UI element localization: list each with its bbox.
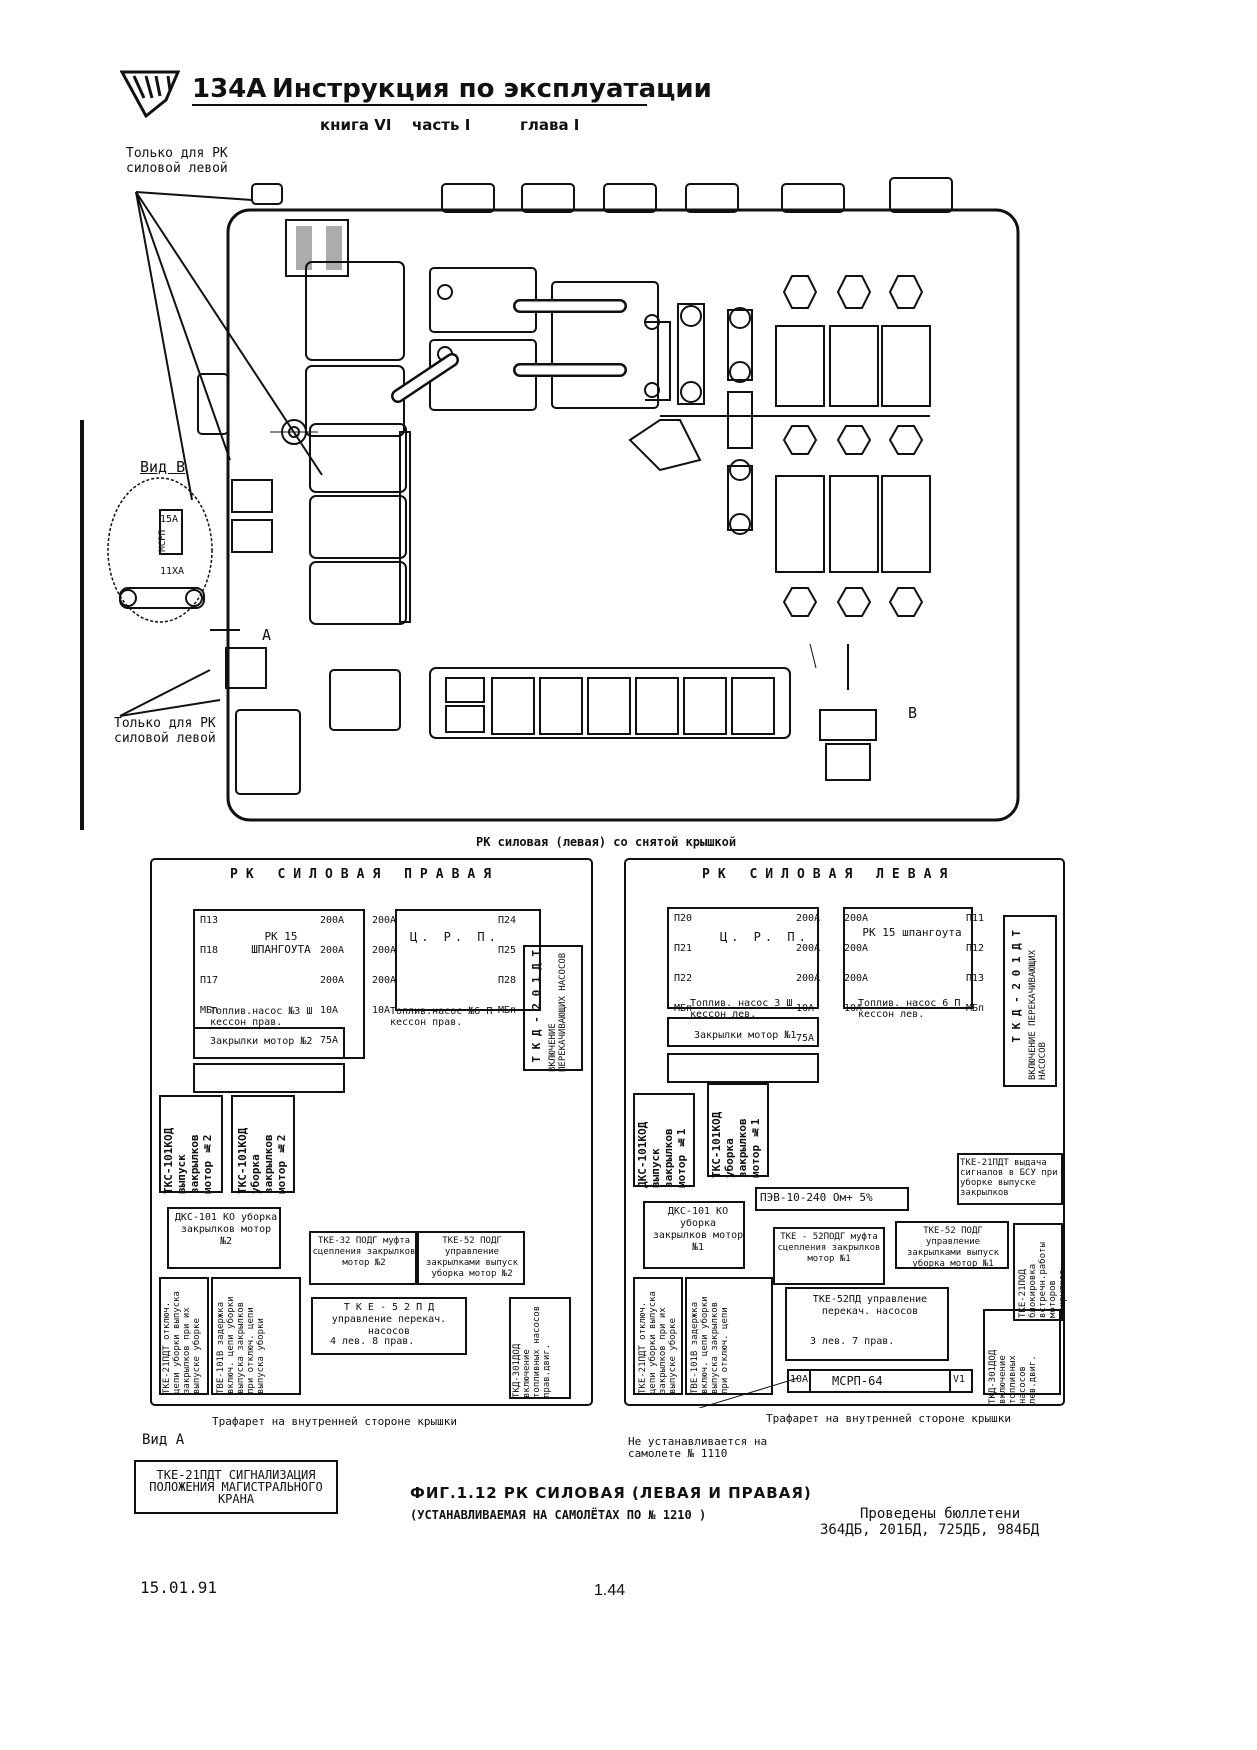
- view-a-label: Вид А: [142, 1432, 185, 1448]
- panel-left-tks1: ДКС-101КОД выпуск закрылков мотор №1: [636, 1121, 688, 1188]
- footer-date: 15.01.91: [140, 1578, 218, 1597]
- view-b-relay: МСРП: [158, 530, 168, 552]
- panel-left-tke52b: ТКЕ-52 ПОДГ управление закрылками выпуск…: [906, 1226, 1000, 1269]
- callout-bottom-left: Только для РК силовой левой: [114, 716, 216, 746]
- callout-top-left: Только для РК силовой левой: [126, 146, 228, 176]
- panel-left-block1: Ц. Р. П.: [720, 930, 810, 944]
- panel-right-tke52pd-nums: 4 лев. 8 прав.: [330, 1336, 415, 1347]
- panel-left-frame: [624, 858, 1065, 1408]
- panel-right-block1: РК 15 ШПАНГОУТА: [251, 930, 311, 956]
- panel-right-latch-motor: Закрылки мотор №2: [210, 1036, 313, 1047]
- panel-right-tkd301: ТКД-301ДОД включение топливных насосов п…: [512, 1305, 552, 1398]
- panel-left-fuse-bottom: 10А: [790, 1374, 809, 1385]
- manufacturer-logo: [120, 70, 180, 119]
- doc-code: 134А: [192, 74, 267, 104]
- panel-left-v1: V1: [953, 1374, 966, 1385]
- panel-left-block2: РК 15 шпангоута: [862, 926, 962, 939]
- panel-right-block2: Ц. Р. П.: [410, 930, 500, 944]
- panel-left-tks2: ТКС-101КОД уборка закрылков мотор №1: [710, 1111, 762, 1178]
- panel-right-tke21: ТКЕ-21ПДТ отключ. цепи уборки выпуска за…: [162, 1291, 202, 1394]
- panel-left-tkd301: ТКД-301ДОД включение топливных насосов л…: [988, 1349, 1038, 1404]
- panel-left-stencil: Трафарет на внутренней стороне крышки: [766, 1412, 1012, 1425]
- figure-caption: ФИГ.1.12 РК СИЛОВАЯ (ЛЕВАЯ И ПРАВАЯ): [410, 1484, 812, 1502]
- panel-right-tkd-sub: ВКЛЮЧЕНИЕ ПЕРЕКАЧИВАЮЩИХ НАСОСОВ: [548, 952, 568, 1072]
- bulletins-list: 364ДБ, 201БД, 725ДБ, 984БД: [820, 1522, 1040, 1538]
- panel-left-tke21pod: ТКЕ-21ПОД блокировка встречн.работы мото…: [1018, 1242, 1068, 1318]
- panel-left-tke21: ТКЕ-21ПДТ отключ. цепи уборки выпуска за…: [638, 1291, 678, 1394]
- view-b-fuse1: 15А: [160, 514, 179, 525]
- subtitle-part: часть I: [412, 116, 471, 134]
- panel-right-pump2: Топлив.насос №6 П кессон прав.: [390, 1006, 493, 1028]
- panel-left-tke52pd: ТКЕ-52ПД управление перекач. насосов: [812, 1294, 928, 1317]
- panel-left-tke21pdt: ТКЕ-21ПДТ выдача сигналов в БСУ при убор…: [960, 1158, 1058, 1198]
- panel-left-dks: ДКС-101 КО уборка закрылков мотор №1: [652, 1206, 744, 1253]
- main-caption: РК силовая (левая) со снятой крышкой: [476, 835, 737, 849]
- view-b-label: Вид В: [140, 458, 186, 476]
- margin-bar: [80, 420, 84, 830]
- panel-right-tke52pd: Т К Е - 5 2 П Д управление перекач. насо…: [331, 1302, 447, 1337]
- panel-left-resistor: ПЭВ-10-240 Ом+ 5%: [760, 1191, 873, 1204]
- header-rule: [192, 104, 647, 106]
- panel-left-tke101b: ТВЕ-101В задержка включ. цепи уборки вып…: [690, 1296, 730, 1394]
- panel-right-dks: ДКС-101 КО уборка закрылков мотор №2: [174, 1212, 278, 1247]
- view-b-detail: [107, 477, 213, 623]
- panel-left-tkd-sub: ВКЛЮЧЕНИЕ ПЕРЕКАЧИВАЮЩИХ НАСОСОВ: [1028, 949, 1048, 1080]
- panel-right-frame: [150, 858, 593, 1406]
- panel-left-title: РК СИЛОВАЯ ЛЕВАЯ: [702, 867, 956, 882]
- panel-left-tke52pd-nums: 3 лев. 7 прав.: [810, 1336, 895, 1347]
- power-box-drawing: [119, 177, 1020, 822]
- figure-sub: (УСТАНАВЛИВАЕМАЯ НА САМОЛЁТАХ ПО № 1210 …: [410, 1508, 707, 1522]
- panel-left-pump2: Топлив. насос 6 П кессон лев.: [858, 998, 961, 1020]
- doc-title: Инструкция по эксплуатации: [272, 74, 712, 104]
- panel-left-pump1: Топлив. насос 3 Ш кессон лев.: [690, 998, 793, 1020]
- panel-right-title: РК СИЛОВАЯ ПРАВАЯ: [230, 867, 500, 882]
- panel-right-tks1: ТКС-101КОД выпуск закрылков мотор №2: [162, 1127, 214, 1194]
- arrow-a-label: А: [262, 626, 272, 644]
- panel-left-mcrp: МСРП-64: [832, 1374, 883, 1388]
- panel-left-latch-motor: Закрылки мотор №1: [694, 1030, 797, 1041]
- panel-left-tke52a: ТКЕ - 52ПОДГ муфта сцепления закрылков м…: [777, 1232, 881, 1264]
- view-b-fuse2: 11ХА: [160, 566, 185, 577]
- panel-left-not-installed: Не устанавливается на самолете № 1110: [628, 1435, 768, 1460]
- view-a-box: ТКЕ-21ПДТ СИГНАЛИЗАЦИЯ ПОЛОЖЕНИЯ МАГИСТР…: [134, 1460, 338, 1514]
- arrow-b-label: В: [908, 704, 918, 722]
- panel-right-tke101b: ТВЕ-101В задержка включ. цепи уборки вып…: [216, 1296, 266, 1394]
- panel-right-tkd-title: Т К Д - 2 0 1 Д Т: [530, 950, 543, 1063]
- panel-left-tkd-title: Т К Д - 2 0 1 Д Т: [1010, 930, 1023, 1043]
- panel-right-pump1: Топлив.насос №3 Ш кессон прав.: [210, 1006, 313, 1028]
- subtitle-book: книга VI: [320, 116, 392, 134]
- footer-page: 1.44: [594, 1582, 626, 1599]
- panel-right-tke32a: ТКЕ-32 ПОДГ муфта сцепления закрылков мо…: [312, 1236, 416, 1268]
- bulletins-label: Проведены бюллетени: [860, 1506, 1021, 1522]
- panel-right-tke32b: ТКЕ-52 ПОДГ управление закрылками выпуск…: [425, 1236, 519, 1279]
- panel-right-tks2: ТКС-101КОД уборка закрылков мотор №2: [236, 1127, 288, 1194]
- panel-right-stencil: Трафарет на внутренней стороне крышки: [212, 1415, 458, 1428]
- subtitle-chapter: глава I: [520, 116, 580, 134]
